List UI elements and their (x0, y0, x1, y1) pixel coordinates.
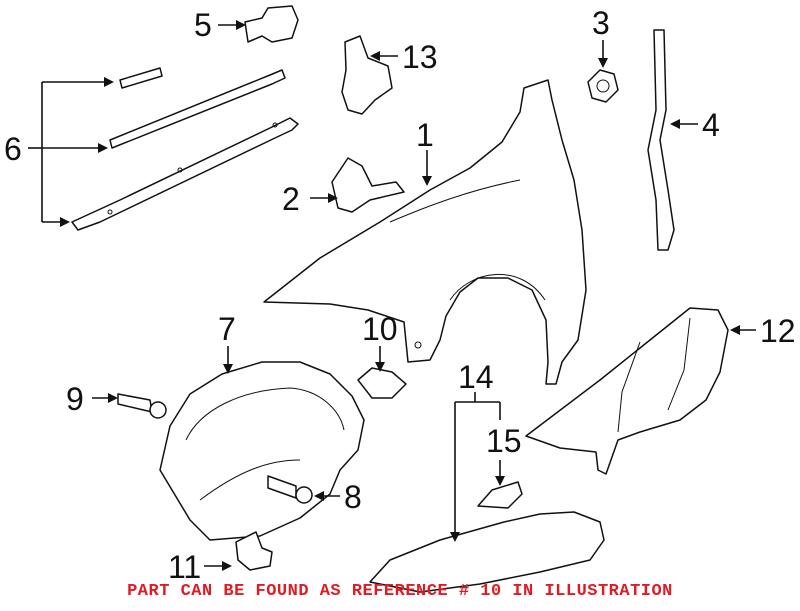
callout-6: 6 (4, 131, 22, 167)
callout-11: 11 (168, 549, 201, 585)
callout-3: 3 (592, 5, 610, 41)
callout-12: 12 (760, 313, 796, 349)
callout-13: 13 (402, 39, 438, 75)
callout-9: 9 (66, 381, 84, 417)
callout-labels: 1 2 3 4 5 6 7 8 9 10 11 12 13 14 15 (4, 5, 796, 585)
part-2-bracket (331, 157, 405, 213)
callout-1: 1 (416, 117, 434, 153)
callout-5: 5 (194, 7, 212, 43)
caption-text: PART CAN BE FOUND AS REFERENCE # 10 IN I… (127, 582, 673, 601)
part-5-bracket (244, 5, 299, 43)
part-11-bracket (235, 531, 273, 571)
part-3-nut (587, 69, 619, 103)
part-7-wheel-liner (159, 361, 365, 541)
callout-7: 7 (218, 311, 236, 347)
callout-14: 14 (458, 359, 494, 395)
callout-10: 10 (362, 311, 398, 347)
callout-8: 8 (344, 479, 362, 515)
leader-lines (28, 20, 756, 571)
part-4-strip (647, 29, 675, 251)
part-14-molding (369, 511, 605, 593)
callout-2: 2 (282, 181, 300, 217)
callout-4: 4 (702, 107, 720, 143)
part-15-insert (477, 481, 523, 509)
callout-15: 15 (486, 423, 522, 459)
part-9-screw (117, 393, 167, 419)
part-1-fender (263, 79, 587, 385)
part-12-liner (525, 307, 729, 475)
part-8-screw (267, 475, 313, 504)
part-10-clip (357, 367, 407, 399)
part-6-strips (71, 67, 299, 231)
part-13-bracket (341, 35, 393, 115)
